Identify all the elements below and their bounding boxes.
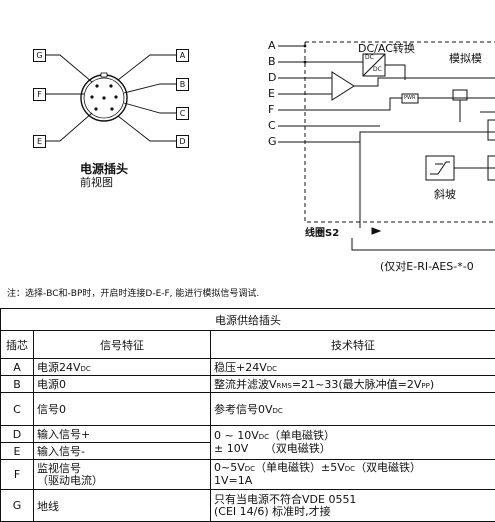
selection-note: 注：选择-BC和-BP时，开启时连接D-E-F, 能进行模拟信号调试.: [7, 286, 259, 299]
pin-f-box: F: [33, 88, 46, 101]
header-tech: 技术特征: [211, 331, 495, 359]
block-input-c: C: [268, 119, 276, 132]
pin-e-box: E: [33, 135, 46, 148]
coil-label: 线圈S2: [305, 224, 339, 239]
dc-top-label: DC: [365, 54, 374, 61]
pwr-tag: PWR: [404, 95, 415, 101]
block-footnote: (仅对E-RI-AES-*-0: [380, 258, 474, 274]
block-input-d: D: [268, 71, 276, 84]
block-input-f: F: [268, 103, 274, 116]
analog-module-label: 模拟模: [449, 50, 482, 66]
table-row: D 输入信号+ 0 ~ 10VDC（单电磁铁）± 10V （双电磁铁）: [1, 426, 495, 443]
block-input-b: B: [268, 55, 276, 68]
pin-b-box: B: [176, 78, 189, 91]
table-title: 电源供给插头: [1, 309, 495, 331]
table-title-row: 电源供给插头: [1, 309, 495, 331]
header-pin: 插芯: [1, 331, 34, 359]
table-row: F 监视信号（驱动电流） 0~5VDC（单电磁铁）±5VDC（双电磁铁）1V=1…: [1, 460, 495, 490]
pin-a-box: A: [176, 49, 189, 62]
block-input-g: G: [268, 135, 277, 148]
table-header-row: 插芯 信号特征 技术特征: [1, 331, 495, 359]
pin-g-box: G: [33, 49, 46, 62]
table-row: G 地线 只有当电源不符合VDE 0551(CEI 14/6) 标准时,才接: [1, 490, 495, 522]
block-input-a: A: [268, 39, 276, 52]
dc-bottom-label: DC: [373, 66, 382, 73]
table-row: C 信号0 参考信号0VDC: [1, 393, 495, 426]
pin-c-box: C: [176, 107, 189, 120]
pin-d-box: D: [176, 135, 189, 148]
table-row: B 电源0 整流并滤波VRMS=21~33(最大脉冲值=2VPP): [1, 376, 495, 393]
ramp-label: 斜坡: [434, 186, 456, 202]
block-input-e: E: [268, 87, 275, 100]
table-row: A 电源24VDC 稳压+24VDC: [1, 359, 495, 376]
power-connector-table: 电源供给插头 插芯 信号特征 技术特征 A 电源24VDC 稳压+24VDC B…: [0, 308, 495, 522]
header-signal: 信号特征: [34, 331, 211, 359]
connector-subtitle: 前视图: [80, 174, 113, 190]
